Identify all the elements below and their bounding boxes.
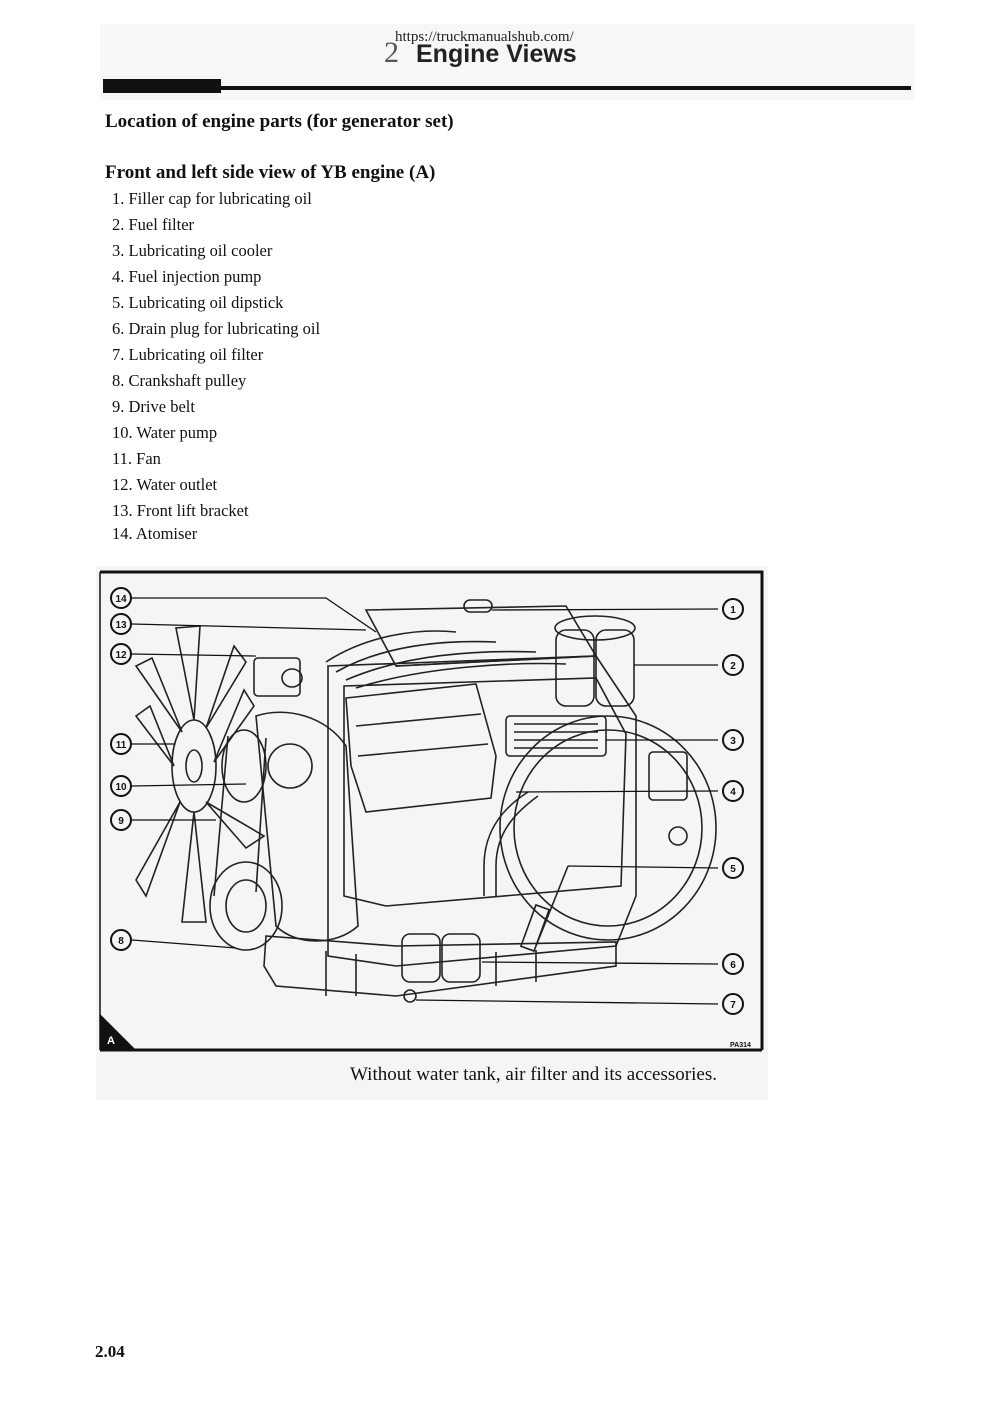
list-item: 12. Water outlet: [112, 475, 218, 494]
header-rule-thin: [221, 86, 911, 90]
figure-code: PA314: [730, 1042, 751, 1049]
section-title: Location of engine parts (for generator …: [105, 111, 454, 132]
callout-5: 5: [722, 857, 744, 879]
list-item: 5. Lubricating oil dipstick: [112, 293, 284, 312]
figure-caption: Without water tank, air filter and its a…: [350, 1064, 717, 1085]
engine-illustration: [134, 599, 717, 1003]
list-item: 9. Drive belt: [112, 397, 195, 416]
callout-13: 13: [110, 613, 132, 635]
callout-3: 3: [722, 729, 744, 751]
callout-label: 13: [115, 620, 127, 631]
callout-6: 6: [722, 953, 744, 975]
callout-2: 2: [722, 654, 744, 676]
callout-9: 9: [110, 809, 132, 831]
callout-label: 8: [118, 936, 124, 947]
list-item: 11. Fan: [112, 449, 161, 468]
callout-label: 3: [730, 736, 736, 747]
callout-label: 4: [730, 787, 736, 798]
parts-list: 1. Filler cap for lubricating oil 2. Fue…: [112, 189, 320, 550]
leader-lines: [131, 597, 719, 1005]
engine-diagram: A PA314: [96, 566, 768, 1100]
list-item: 14. Atomiser: [112, 524, 198, 543]
header-rule-thick: [103, 79, 221, 93]
callout-11: 11: [110, 733, 132, 755]
callout-8: 8: [110, 929, 132, 951]
callout-7: 7: [722, 993, 744, 1015]
callout-label: 2: [730, 661, 736, 672]
view-letter: A: [107, 1035, 115, 1047]
chapter-title: Engine Views: [416, 40, 577, 68]
callout-label: 10: [115, 782, 127, 793]
callout-4: 4: [722, 780, 744, 802]
list-item: 3. Lubricating oil cooler: [112, 241, 273, 260]
list-item: 10. Water pump: [112, 423, 218, 442]
list-item: 8. Crankshaft pulley: [112, 371, 247, 390]
source-url: https://truckmanualshub.com/: [395, 29, 574, 45]
list-item: 4. Fuel injection pump: [112, 267, 262, 286]
callout-label: 6: [730, 960, 736, 971]
callout-10: 10: [110, 775, 132, 797]
engine-figure: A PA314: [96, 566, 768, 1100]
callout-label: 5: [730, 864, 736, 875]
callout-label: 14: [115, 594, 127, 605]
list-item: 13. Front lift bracket: [112, 501, 249, 520]
callout-12: 12: [110, 643, 132, 665]
left-callouts: 14 13 12 11 10 9: [110, 587, 132, 951]
callout-label: 9: [118, 816, 124, 827]
view-corner-marker: [100, 1014, 136, 1050]
view-title: Front and left side view of YB engine (A…: [105, 162, 436, 183]
chapter-number: 2: [384, 36, 399, 69]
frame-top-right: [100, 570, 764, 1050]
callout-14: 14: [110, 587, 132, 609]
callout-label: 1: [730, 605, 736, 616]
callout-label: 7: [730, 1000, 736, 1011]
list-item: 2. Fuel filter: [112, 215, 195, 234]
right-callouts: 1 2 3 4 5 6 7: [722, 598, 744, 1015]
list-item: 7. Lubricating oil filter: [112, 345, 264, 364]
list-item: 1. Filler cap for lubricating oil: [112, 189, 312, 208]
list-item: 6. Drain plug for lubricating oil: [112, 319, 321, 338]
callout-1: 1: [722, 598, 744, 620]
callout-label: 12: [115, 650, 127, 661]
page-number: 2.04: [95, 1342, 125, 1361]
callout-label: 11: [116, 740, 127, 751]
